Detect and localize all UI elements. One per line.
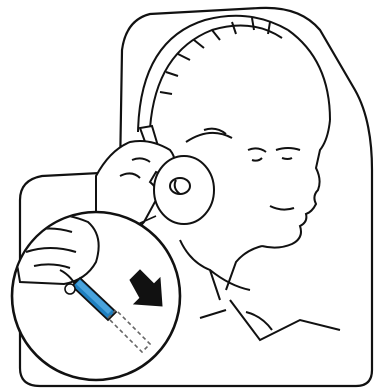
ear-cup: [154, 156, 214, 224]
